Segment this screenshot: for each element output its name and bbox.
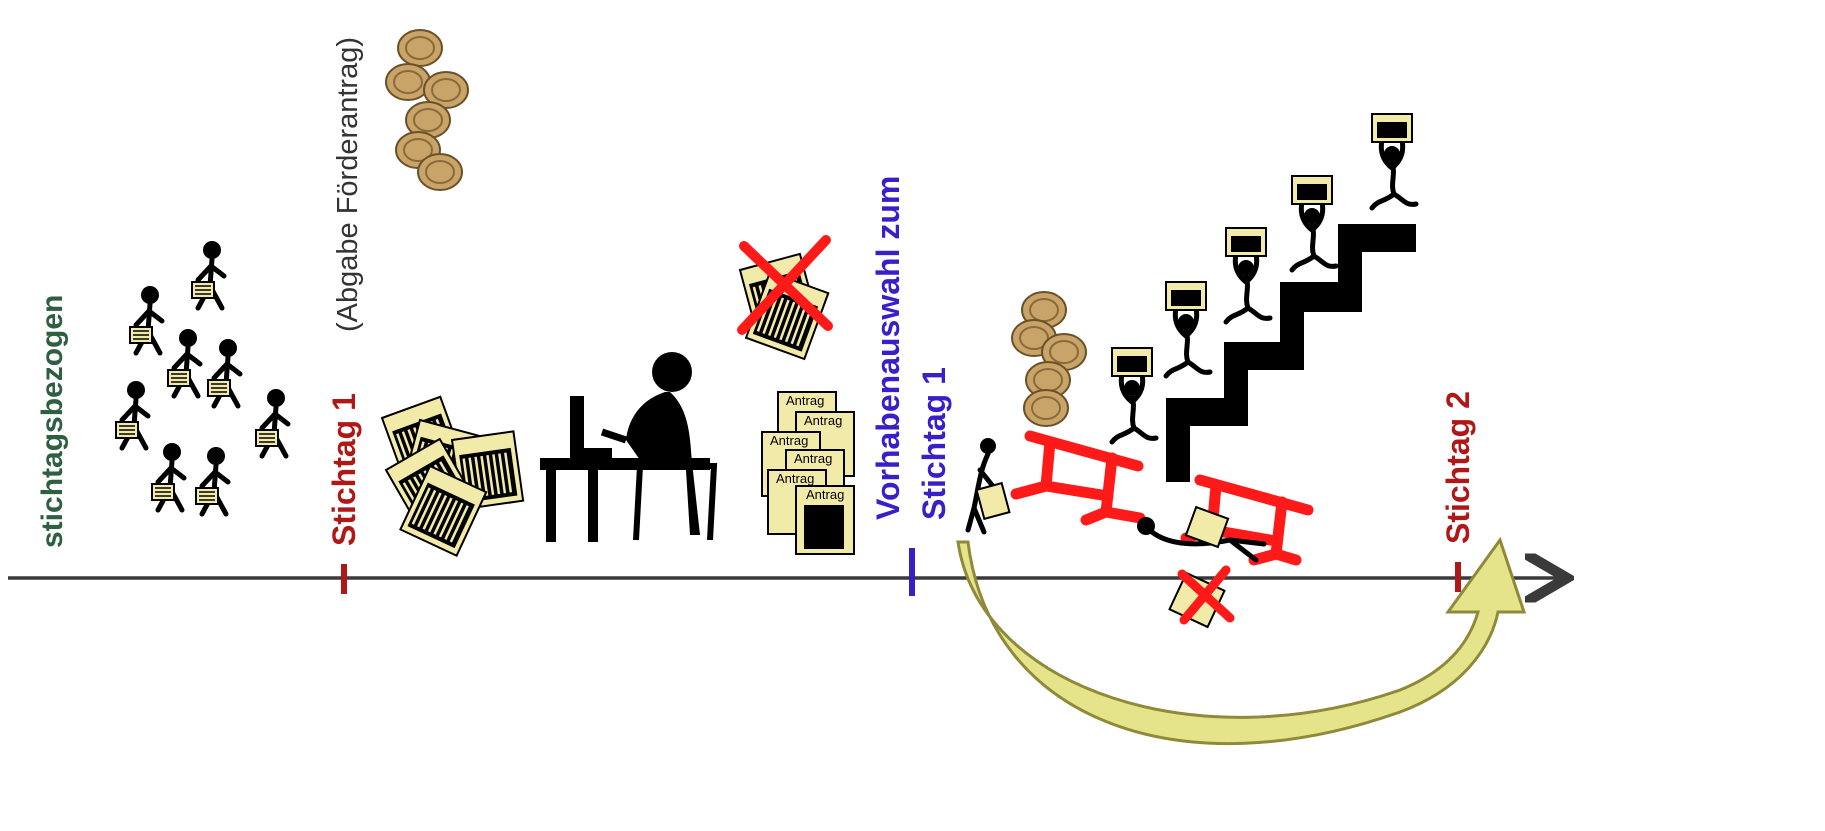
form-stack: Antrag Antrag Antrag Antrag Antrag Antra… xyxy=(761,391,855,555)
vorhabenauswahl-label: Vorhabenauswahl zum xyxy=(870,175,906,520)
rejected-forms-icon xyxy=(737,235,833,361)
vorhaben-stichtag1-label: Stichtag 1 xyxy=(916,367,952,520)
stichtag2-label: Stichtag 2 xyxy=(1440,391,1476,544)
form-label: Antrag xyxy=(786,393,824,408)
form-label: Antrag xyxy=(776,471,814,486)
crowd-of-people-icon xyxy=(116,241,288,514)
stichtagsbezogen-label: stichtagsbezogen xyxy=(36,294,69,548)
application-forms-icon xyxy=(380,395,525,557)
person-at-computer-icon xyxy=(540,352,718,542)
barrier-icon xyxy=(1010,430,1314,566)
stichtag1-label: Stichtag 1 xyxy=(326,393,362,546)
abgabe-foerderantrag-label: (Abgabe Förderantrag) xyxy=(332,37,364,332)
form-label: Antrag xyxy=(770,433,808,448)
falling-person-icon xyxy=(965,438,1011,535)
form-label: Antrag xyxy=(794,451,832,466)
staircase-climbers-icon xyxy=(1108,114,1416,482)
curved-arrow-icon xyxy=(956,536,1527,746)
form-label: Antrag xyxy=(804,413,842,428)
crawling-person-icon xyxy=(1137,505,1267,629)
form-label: Antrag xyxy=(806,487,844,502)
coin-stack-icon xyxy=(1011,291,1087,427)
coin-stack-icon xyxy=(385,29,469,191)
